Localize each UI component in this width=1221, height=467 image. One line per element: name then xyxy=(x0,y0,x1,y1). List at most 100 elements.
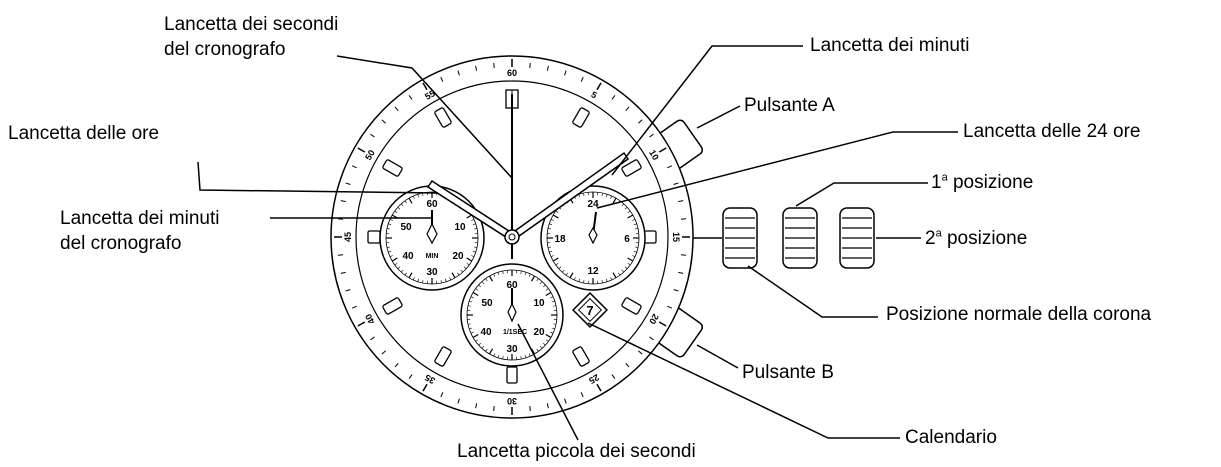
subdial-tick xyxy=(547,246,552,248)
bezel-tick xyxy=(564,70,567,76)
subdial-tick xyxy=(417,278,419,282)
subdial-tick xyxy=(466,257,473,262)
hour-marker xyxy=(572,346,590,367)
subdial-tick xyxy=(550,219,554,221)
bezel-tick xyxy=(345,289,351,292)
subdial-tick xyxy=(388,223,392,225)
subdial-tick xyxy=(601,192,603,197)
bezel-tick xyxy=(546,65,549,71)
label-crown-normal-position: Posizione normale della corona xyxy=(886,304,1152,325)
bezel-tick xyxy=(457,398,460,404)
subdial-tick xyxy=(528,353,531,357)
bezel-tick xyxy=(345,182,351,185)
bezel-tick xyxy=(625,363,630,368)
subdial-tick xyxy=(553,323,557,325)
subdial-tick xyxy=(389,219,393,221)
subdial-tick xyxy=(397,206,401,210)
subdial-tick xyxy=(574,277,576,281)
bezel-tick xyxy=(649,336,654,341)
subdial-tick xyxy=(502,356,504,360)
subdial-tick xyxy=(558,266,562,270)
bezel-tick xyxy=(493,62,495,68)
subdial-tick xyxy=(550,331,554,334)
subdial-tick xyxy=(445,278,447,282)
bezel-tick xyxy=(580,76,584,82)
subdial-tick xyxy=(633,223,637,225)
subdial-tick xyxy=(545,291,552,297)
subdial-tick xyxy=(524,272,527,276)
subdial-tick xyxy=(463,266,467,270)
subdial-tick xyxy=(497,354,500,358)
subdial-tick xyxy=(394,210,398,213)
bezel-tick xyxy=(408,95,413,100)
subdial-tick xyxy=(481,281,485,284)
subdial-tick xyxy=(632,219,636,221)
subdial-tick xyxy=(467,305,471,307)
subdial-tick xyxy=(555,263,559,266)
subdial-tick xyxy=(473,228,478,230)
subdial-tick xyxy=(478,342,481,346)
subdial-tick xyxy=(606,194,608,198)
bezel-number: 10 xyxy=(647,148,661,162)
bezel-tick xyxy=(440,392,444,398)
subdial-tick xyxy=(634,246,639,248)
subdial-tick xyxy=(397,266,401,270)
bezel-tick xyxy=(681,254,687,256)
bezel-tick xyxy=(611,374,616,379)
bezel-tick xyxy=(394,106,399,111)
label-first-position: 1a posizione xyxy=(931,172,1033,194)
subdial-tick xyxy=(386,228,391,230)
subdial-tick xyxy=(475,288,479,291)
bezel-tick xyxy=(611,95,616,100)
subdial-tick xyxy=(389,255,393,257)
label-minute-hand: Lancetta dei minuti xyxy=(810,35,970,56)
subdial-tick xyxy=(549,251,553,253)
bezel-tick xyxy=(667,165,673,169)
subdial-seconds-left: 50 xyxy=(481,298,493,309)
subdial-tick xyxy=(528,273,531,277)
subdial-tick xyxy=(553,305,557,307)
subdial-tick xyxy=(386,246,391,248)
subdial-tick xyxy=(388,251,392,253)
subdial-tick xyxy=(493,273,496,277)
subdial-tick xyxy=(633,251,637,253)
subdial-tick xyxy=(578,194,580,198)
subdial-tick xyxy=(449,277,451,281)
bezel-tick xyxy=(596,82,602,91)
subdial-minutes-bottom-right: 20 xyxy=(452,251,464,262)
bezel-tick xyxy=(658,147,667,153)
subdial-seconds-bottom: 30 xyxy=(506,344,518,355)
subdial-tick xyxy=(475,339,479,342)
subdial-tick xyxy=(413,195,415,199)
subdial-tick xyxy=(460,269,464,273)
second-position-text: posizione xyxy=(941,228,1028,249)
subdial-tick xyxy=(520,270,522,274)
label-hour-hand: Lancetta delle ore xyxy=(8,123,160,144)
subdial-tick xyxy=(627,263,631,266)
bezel-tick xyxy=(340,271,346,274)
subdial-tick xyxy=(583,279,585,284)
subdial-tick xyxy=(634,228,639,230)
subdial-tick xyxy=(612,197,617,204)
hour-markers xyxy=(367,89,657,384)
subdial-seconds-caption: 1/1SEC xyxy=(503,329,527,336)
subdial-tick xyxy=(470,296,474,299)
subdial-tick xyxy=(481,346,485,349)
date-window: 7 xyxy=(571,291,609,329)
bezel-tick xyxy=(381,350,386,355)
subdial-tick xyxy=(485,278,488,282)
leader-lines xyxy=(197,45,958,441)
second-position-sup: a xyxy=(935,227,942,240)
bezel-tick xyxy=(394,363,399,368)
label-24h-hand: Lancetta delle 24 ore xyxy=(963,121,1141,142)
subdial-tick xyxy=(627,214,634,219)
subdial-tick xyxy=(550,255,554,257)
subdial-tick xyxy=(408,272,413,279)
bezel-tick xyxy=(475,65,478,71)
subdial-tick xyxy=(457,272,460,276)
crown-1 xyxy=(722,207,758,269)
subdial-tick xyxy=(417,194,419,198)
label-chrono-minute-hand: Lancetta dei minuti del cronografo xyxy=(60,206,220,256)
bezel-tick xyxy=(351,305,357,309)
